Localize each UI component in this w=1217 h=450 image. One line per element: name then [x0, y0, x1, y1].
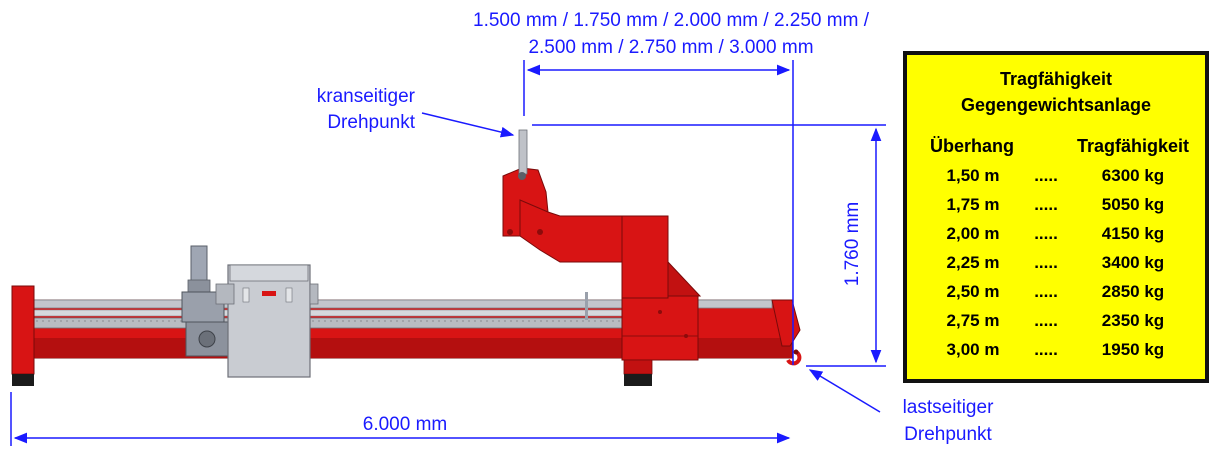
length-dimension	[10, 392, 791, 446]
height-dimension	[532, 124, 886, 367]
table-cell-overhang: 2,75 m	[947, 311, 1000, 330]
table-cell-separator: .....	[1034, 253, 1058, 272]
table-cell-separator: .....	[1034, 166, 1058, 185]
crane-pivot-label-line2: Drehpunkt	[327, 112, 415, 133]
table-cell-overhang: 1,50 m	[947, 166, 1000, 185]
table-cell-capacity: 3400 kg	[1102, 253, 1164, 272]
table-title-line2: Gegengewichtsanlage	[961, 95, 1151, 115]
crane-pivot-label-line1: kranseitiger	[317, 86, 416, 107]
overhang-label-line1: 1.500 mm / 1.750 mm / 2.000 mm / 2.250 m…	[473, 10, 870, 31]
table-cell-overhang: 2,50 m	[947, 282, 1000, 301]
table-col-overhang: Überhang	[930, 136, 1014, 156]
table-cell-separator: .....	[1034, 224, 1058, 243]
left-end-post	[11, 285, 35, 386]
right-support-leg	[621, 295, 699, 386]
table-col-capacity: Tragfähigkeit	[1077, 136, 1189, 156]
load-pivot-label-line1: lastseitiger	[903, 397, 994, 418]
table-cell-capacity: 5050 kg	[1102, 195, 1164, 214]
table-cell-capacity: 1950 kg	[1102, 340, 1164, 359]
overhang-label-line2: 2.500 mm / 2.750 mm / 3.000 mm	[528, 37, 813, 58]
table-cell-capacity: 2350 kg	[1102, 311, 1164, 330]
table-cell-overhang: 1,75 m	[947, 195, 1000, 214]
table-cell-separator: .....	[1034, 195, 1058, 214]
table-cell-overhang: 2,25 m	[947, 253, 1000, 272]
height-label: 1.760 mm	[842, 202, 863, 286]
crane-arm	[502, 129, 702, 320]
load-pivot-label-line2: Drehpunkt	[904, 424, 992, 445]
capacity-table: Tragfähigkeit Gegengewichtsanlage Überha…	[903, 51, 1209, 383]
table-rows: 1,50 m..... 6300 kg 1,75 m..... 5050 kg 2,00…	[947, 166, 1165, 359]
table-cell-separator: .....	[1034, 311, 1058, 330]
length-label: 6.000 mm	[363, 414, 447, 435]
crane-pivot-leader	[421, 112, 515, 138]
table-cell-separator: .....	[1034, 340, 1058, 359]
table-cell-capacity: 2850 kg	[1102, 282, 1164, 301]
table-title-line1: Tragfähigkeit	[1000, 69, 1112, 89]
table-cell-separator: .....	[1034, 282, 1058, 301]
motor-unit	[181, 245, 319, 378]
table-cell-capacity: 4150 kg	[1102, 224, 1164, 243]
table-cell-overhang: 2,00 m	[947, 224, 1000, 243]
overhang-dimension	[523, 60, 794, 365]
load-pivot-leader	[808, 369, 881, 413]
table-cell-capacity: 6300 kg	[1102, 166, 1164, 185]
table-cell-overhang: 3,00 m	[947, 340, 1000, 359]
